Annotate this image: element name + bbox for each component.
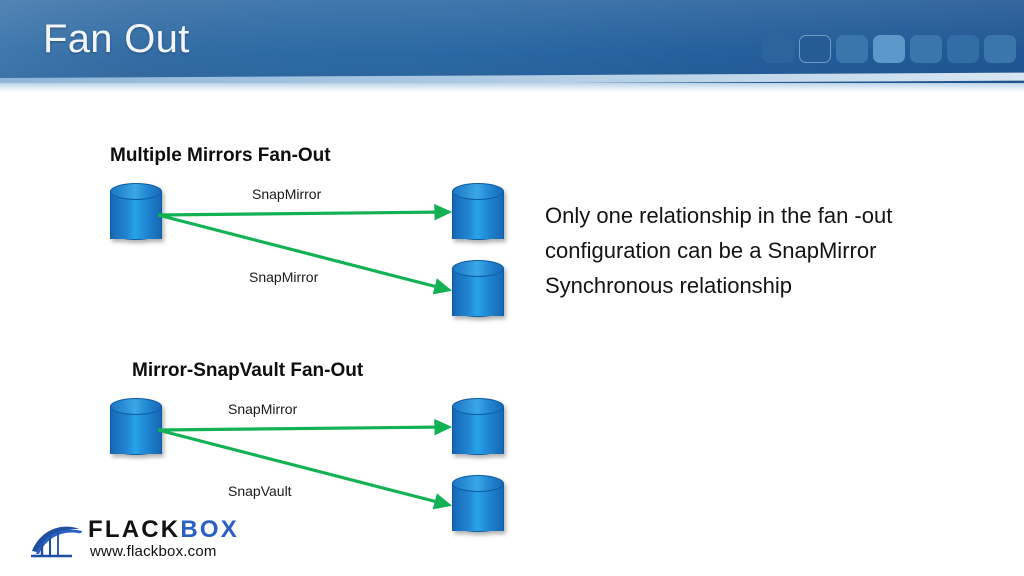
diagram-2-target-cylinder-1 bbox=[452, 398, 504, 462]
cylinder-top bbox=[110, 398, 162, 415]
diagram-1-arrow-2 bbox=[157, 213, 453, 295]
logo-wordmark: FLACKBOX bbox=[88, 518, 239, 542]
diagram-1-arrows bbox=[157, 203, 453, 295]
logo-word-flack: FLACK bbox=[88, 516, 181, 543]
diagram-1-relationship-label-1: SnapMirror bbox=[252, 186, 322, 202]
flackbox-logo: FLACKBOX www.flackbox.com bbox=[30, 512, 245, 572]
diagram-2-relationship-label-2: SnapVault bbox=[228, 483, 292, 499]
bridge-icon bbox=[31, 526, 82, 558]
diagram-1-target-cylinder-1 bbox=[452, 183, 504, 247]
deco-square-5 bbox=[910, 35, 942, 63]
logo-word-box: BOX bbox=[180, 516, 239, 543]
deco-square-3 bbox=[836, 35, 868, 63]
side-note: Only one relationship in the fan -out co… bbox=[545, 198, 995, 303]
diagram-1-relationship-label-2: SnapMirror bbox=[249, 269, 319, 285]
deco-square-6 bbox=[947, 35, 979, 63]
cylinder-top bbox=[452, 398, 504, 415]
deco-square-1 bbox=[762, 35, 794, 63]
deco-square-2 bbox=[799, 35, 831, 63]
diagram-2-heading: Mirror-SnapVault Fan-Out bbox=[132, 360, 364, 381]
diagram-2-target-cylinder-2 bbox=[452, 475, 504, 539]
side-note-line-1: Only one relationship in the fan -out bbox=[545, 203, 893, 228]
diagram-2-arrow-2 bbox=[157, 428, 453, 510]
diagram-2-source-cylinder bbox=[110, 398, 162, 462]
slide-title: Fan Out bbox=[43, 17, 190, 61]
header-underline bbox=[0, 83, 1024, 93]
diagram-1-heading: Multiple Mirrors Fan-Out bbox=[110, 145, 331, 166]
cylinder-top bbox=[110, 183, 162, 200]
diagram-2-arrow-1 bbox=[157, 418, 453, 436]
deco-square-4 bbox=[873, 35, 905, 63]
deco-square-7 bbox=[984, 35, 1016, 63]
diagram-1-target-cylinder-2 bbox=[452, 260, 504, 324]
side-note-line-3: Synchronous relationship bbox=[545, 273, 793, 298]
slide-body: Multiple Mirrors Fan-Out SnapMirror Snap… bbox=[0, 93, 1024, 576]
cylinder-top bbox=[452, 183, 504, 200]
diagram-1-arrow-1 bbox=[157, 203, 453, 221]
header-decoration-squares bbox=[762, 35, 1016, 63]
cylinder-top bbox=[452, 260, 504, 277]
diagram-1-source-cylinder bbox=[110, 183, 162, 247]
side-note-line-2: configuration can be a SnapMirror bbox=[545, 238, 877, 263]
slide-header: Fan Out bbox=[0, 0, 1024, 93]
logo-url: www.flackbox.com bbox=[90, 543, 217, 560]
diagram-2-arrows bbox=[157, 418, 453, 510]
cylinder-top bbox=[452, 475, 504, 492]
diagram-2-relationship-label-1: SnapMirror bbox=[228, 401, 298, 417]
